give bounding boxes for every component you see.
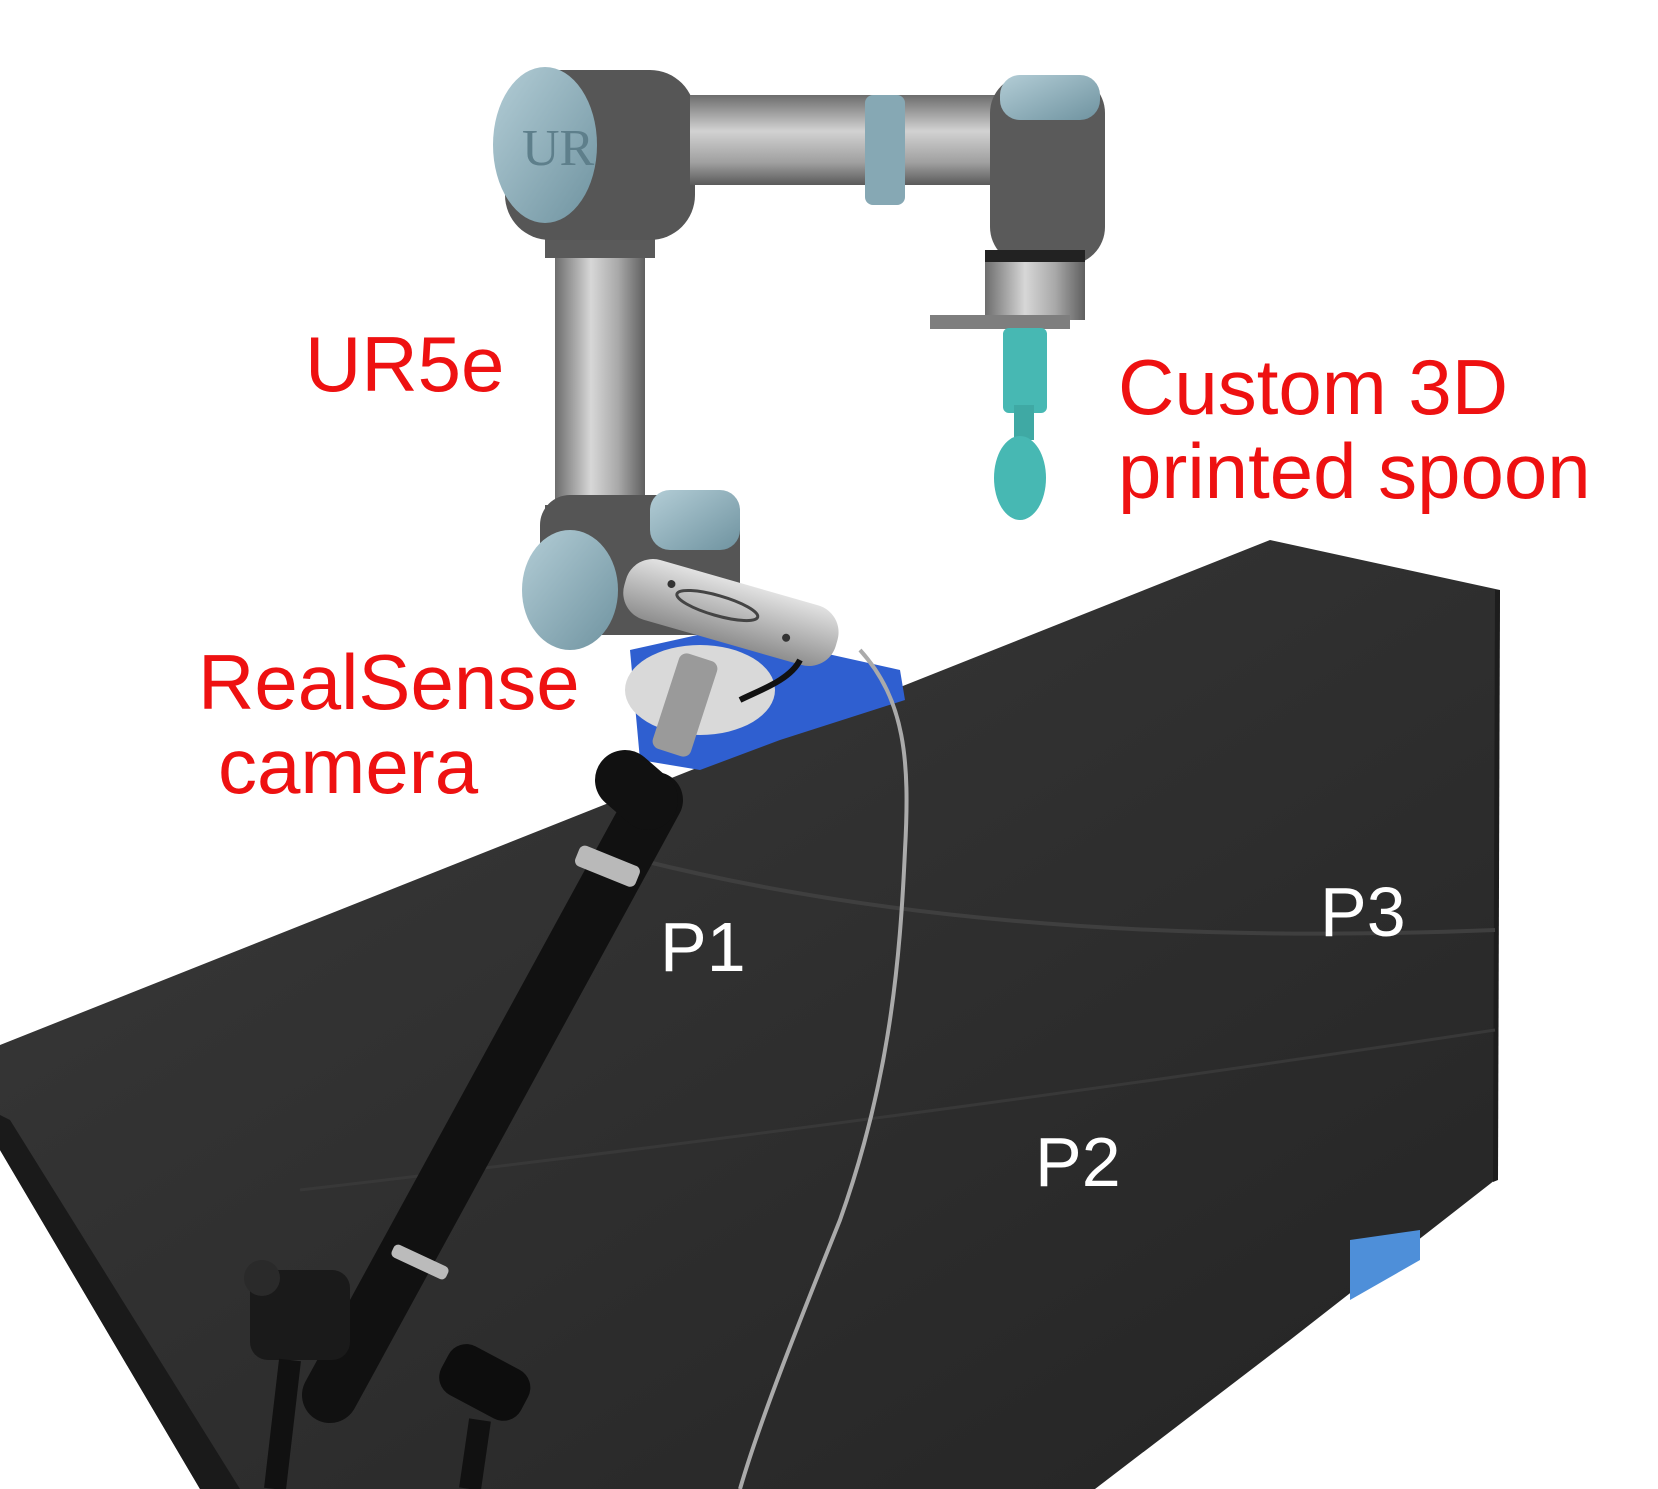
label-p3: P3	[1320, 873, 1406, 951]
label-camera-line1: RealSense	[198, 638, 580, 726]
robot-shoulder-cap	[493, 67, 597, 223]
label-ur5e: UR5e	[305, 322, 504, 406]
table-crease	[639, 858, 1496, 936]
label-p1: P1	[660, 908, 746, 986]
camera-arm-pole	[244, 750, 683, 1489]
robot-logo: UR	[522, 120, 595, 177]
realsense-camera	[623, 559, 839, 667]
robot-tool-flange	[985, 255, 1085, 320]
table-right-edge	[1493, 590, 1500, 1182]
robot-link-horizontal	[690, 95, 1010, 185]
camera-cable-short	[738, 658, 803, 703]
robot-tool-ring	[985, 250, 1085, 262]
robot-joint-cap	[522, 530, 618, 650]
label-spoon-line2: printed spoon	[1118, 427, 1591, 516]
table-edge	[0, 1115, 240, 1489]
label-spoon-line1: Custom 3D	[1118, 343, 1509, 431]
table-blue-tag	[1350, 1230, 1420, 1300]
spoon-holder-plate	[930, 315, 1070, 329]
label-camera: RealSense camera	[198, 638, 580, 811]
label-p2: P2	[1035, 1123, 1121, 1201]
label-spoon: Custom 3D printed spoon	[1118, 343, 1591, 516]
camera-adapter	[652, 653, 718, 757]
table-top	[0, 540, 1500, 1489]
robot-wrist-cap	[1000, 75, 1100, 120]
label-camera-line2: camera	[218, 722, 479, 811]
camera-cable	[738, 648, 909, 1489]
robot-joint-cap	[650, 490, 740, 550]
robot-link-vertical	[555, 230, 645, 530]
spoon-handle	[1003, 328, 1047, 413]
robot-link-blue-ring	[865, 95, 905, 205]
label-ur5e-text: UR5e	[305, 320, 505, 408]
spoon-neck	[1014, 405, 1034, 440]
spoon-bowl	[994, 436, 1046, 520]
robot-joint-wrist	[990, 75, 1105, 265]
